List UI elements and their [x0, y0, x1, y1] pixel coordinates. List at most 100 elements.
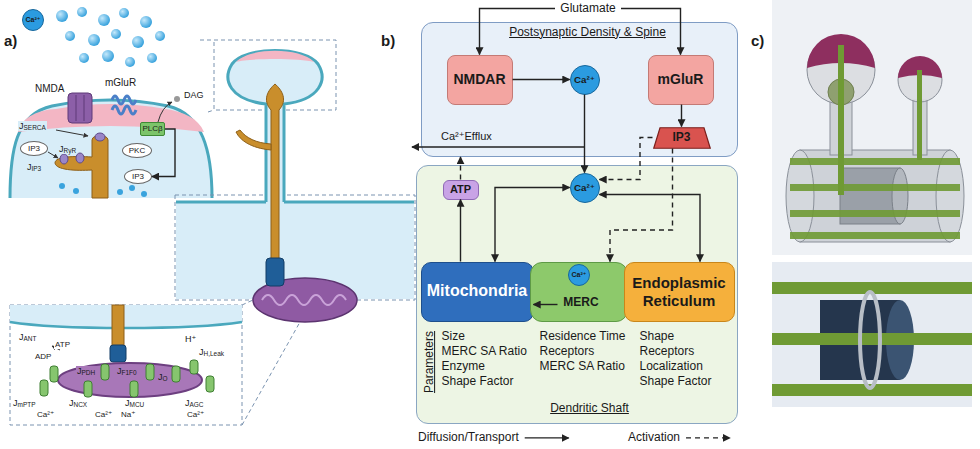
spine-head — [60, 154, 68, 164]
connector-arrow — [152, 129, 175, 177]
render-bottom — [772, 262, 972, 407]
connector-arrow — [681, 105, 682, 127]
zoom-lines — [208, 110, 214, 112]
spine-head — [117, 189, 123, 195]
kinase-ellipse: PKC — [122, 143, 152, 158]
molecule-label: DAG — [183, 90, 205, 100]
render-top — [790, 158, 960, 165]
dendrite-zoom — [176, 201, 414, 204]
node-text: Mitochondria — [427, 282, 527, 300]
mitochondrion-inset — [146, 364, 154, 380]
zoom-lines — [200, 40, 214, 41]
region-text: Shape — [640, 330, 675, 344]
legend-text: Diffusion/Transport — [418, 431, 519, 445]
flux-label: JIP3 — [26, 162, 42, 172]
flux-label: JRyR — [58, 144, 77, 154]
mitochondrion-inset — [40, 360, 214, 397]
calcium-dots — [56, 10, 68, 22]
region-text: Size — [442, 330, 465, 344]
calcium-dots — [56, 7, 165, 67]
molecule-label: ADP — [34, 352, 52, 361]
region-text: Postsynaptic Density & Spine — [509, 26, 666, 40]
dendrite-zoom — [266, 258, 284, 286]
calcium-dots — [79, 53, 89, 63]
efflux-arrow — [412, 146, 585, 147]
node-text: Ca²⁺ — [574, 74, 595, 85]
atp-box: ATP — [443, 180, 479, 200]
receptor-label: NMDA — [34, 83, 65, 95]
spine-head — [10, 93, 212, 198]
ion-label: H⁺ — [184, 334, 197, 344]
node-text: Glutamate — [560, 2, 615, 16]
region-text: MERC SA Ratio — [540, 360, 625, 374]
spine-head — [18, 104, 204, 132]
region-text: Residence Time — [540, 330, 626, 344]
dendrite-zoom — [236, 51, 314, 62]
connector-arrow — [460, 200, 461, 262]
mitochondrion-inset — [10, 305, 242, 425]
node-text: ATP — [450, 183, 471, 196]
dendrite-zoom — [262, 295, 346, 305]
region-text: Dendritic Shaft — [550, 402, 629, 416]
connector-arrow — [480, 9, 556, 55]
messenger-ellipse: IP3 — [124, 169, 152, 184]
render-top — [790, 210, 960, 217]
trapezoid-outline — [653, 127, 710, 148]
ion-label: Ca²⁺ — [36, 410, 55, 419]
spine-head — [10, 100, 212, 198]
mitochondrion-inset — [112, 305, 124, 347]
connector-arrow — [621, 9, 681, 55]
receptor-box: mGluR — [648, 55, 714, 105]
calcium-dots — [125, 57, 135, 67]
mitochondrion-inset — [10, 305, 242, 328]
receptor-label: mGluR — [104, 77, 137, 89]
efflux-arrow — [412, 147, 585, 148]
render-top — [790, 232, 960, 239]
spine-head — [48, 152, 58, 158]
mitochondrion-inset — [40, 380, 48, 396]
render-top — [772, 0, 972, 255]
spine-head — [59, 183, 65, 189]
legend-sample — [525, 437, 569, 438]
region-text: Shape Factor — [640, 375, 712, 389]
stimulus-text: Glutamate — [555, 1, 621, 16]
mitochondrion-inset — [190, 360, 198, 374]
node-text: mGluR — [658, 71, 704, 87]
receptor-box: NMDAR — [447, 55, 513, 105]
calcium-ion: Ca²⁺ — [570, 65, 600, 95]
panel-letter: c) — [750, 32, 765, 49]
node-text: NMDAR — [453, 71, 505, 87]
panel-letter: a) — [3, 32, 18, 49]
mitochondrion-inset — [10, 305, 242, 425]
calcium-dots — [132, 36, 144, 48]
spine-head — [76, 153, 84, 163]
render-top — [790, 184, 960, 191]
contact-site-box: Ca²⁺MERC — [530, 262, 628, 322]
calcium-dots — [147, 53, 157, 63]
zoom-lines — [242, 300, 253, 305]
calcium-dots — [140, 16, 152, 28]
flux-label: JNCX — [68, 398, 88, 408]
flux-label: JH,Leak — [198, 347, 225, 357]
render-bottom — [860, 292, 880, 388]
node-text: PLCβ — [142, 124, 162, 133]
ion-label: Ca²⁺ — [94, 410, 113, 419]
messenger-ellipse: IP3 — [20, 141, 48, 156]
messenger-trapezoid: IP3 — [653, 127, 711, 149]
calcium-dots — [119, 8, 129, 18]
spine-head — [76, 95, 77, 121]
render-bottom — [772, 262, 972, 407]
legend-sample — [686, 437, 730, 438]
mitochondrion-inset — [84, 381, 92, 397]
region-text: Receptors — [540, 345, 595, 359]
node-text: Endoplasmic Reticulum — [628, 274, 731, 309]
flux-label: JO — [157, 372, 169, 382]
spine-head — [55, 136, 108, 199]
enzyme-box: PLCβ — [140, 122, 165, 136]
spine-head — [73, 188, 79, 194]
mitochondrion-inset — [172, 366, 180, 382]
mitochondrion-inset — [110, 345, 126, 362]
node-text: Ca²⁺ — [572, 271, 587, 279]
efflux-label: Ca²⁺Efflux — [440, 130, 493, 143]
connector-arrow — [610, 149, 673, 262]
